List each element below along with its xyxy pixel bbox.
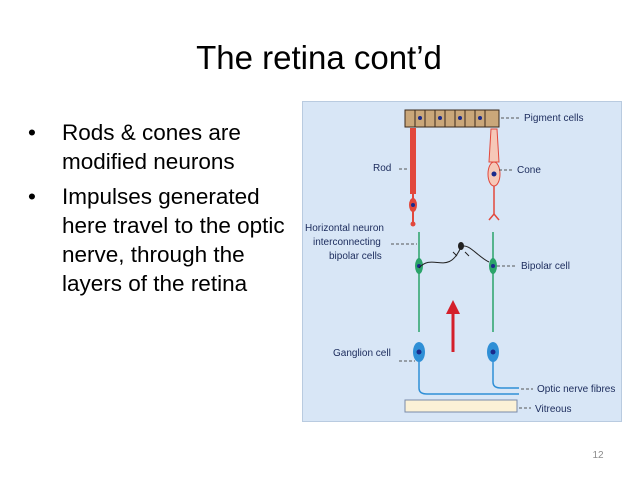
right-bipolar-cell	[489, 232, 497, 332]
left-bipolar-cell	[415, 232, 423, 332]
label-bipolar-cells: bipolar cells	[329, 251, 382, 262]
cone-cell	[487, 128, 501, 221]
rod-cell	[409, 128, 417, 227]
right-ganglion-cell	[487, 342, 519, 389]
label-rod: Rod	[373, 163, 391, 174]
bullet-list: • Rods & cones are modified neurons • Im…	[28, 118, 298, 304]
label-pigment-cells: Pigment cells	[524, 113, 583, 124]
bullet-text: Impulses generated here travel to the op…	[62, 184, 285, 296]
page-number: 12	[592, 450, 604, 461]
bullet-item: • Rods & cones are modified neurons	[28, 118, 298, 176]
vitreous-layer	[404, 399, 518, 413]
bullet-dot-icon: •	[28, 184, 36, 209]
bullet-dot-icon: •	[28, 120, 36, 145]
label-vitreous: Vitreous	[535, 404, 572, 415]
label-horizontal-neuron: Horizontal neuron	[305, 223, 384, 234]
left-ganglion-cell	[413, 342, 519, 395]
horizontal-neuron	[418, 242, 490, 269]
label-optic-nerve-fibres: Optic nerve fibres	[537, 384, 615, 395]
pigment-cell-layer	[404, 109, 500, 128]
bullet-item: • Impulses generated here travel to the …	[28, 182, 298, 298]
signal-direction-arrow	[446, 300, 460, 352]
label-interconnecting: interconnecting	[313, 237, 381, 248]
retina-diagram: Pigment cells Rod Cone Horizontal neuron…	[302, 101, 622, 422]
bullet-text: Rods & cones are modified neurons	[62, 120, 241, 174]
label-bipolar-cell: Bipolar cell	[521, 261, 570, 272]
label-ganglion-cell: Ganglion cell	[333, 348, 391, 359]
slide-title: The retina cont’d	[196, 39, 442, 76]
retina-diagram-svg: Pigment cells Rod Cone Horizontal neuron…	[305, 109, 615, 415]
label-cone: Cone	[517, 165, 541, 176]
